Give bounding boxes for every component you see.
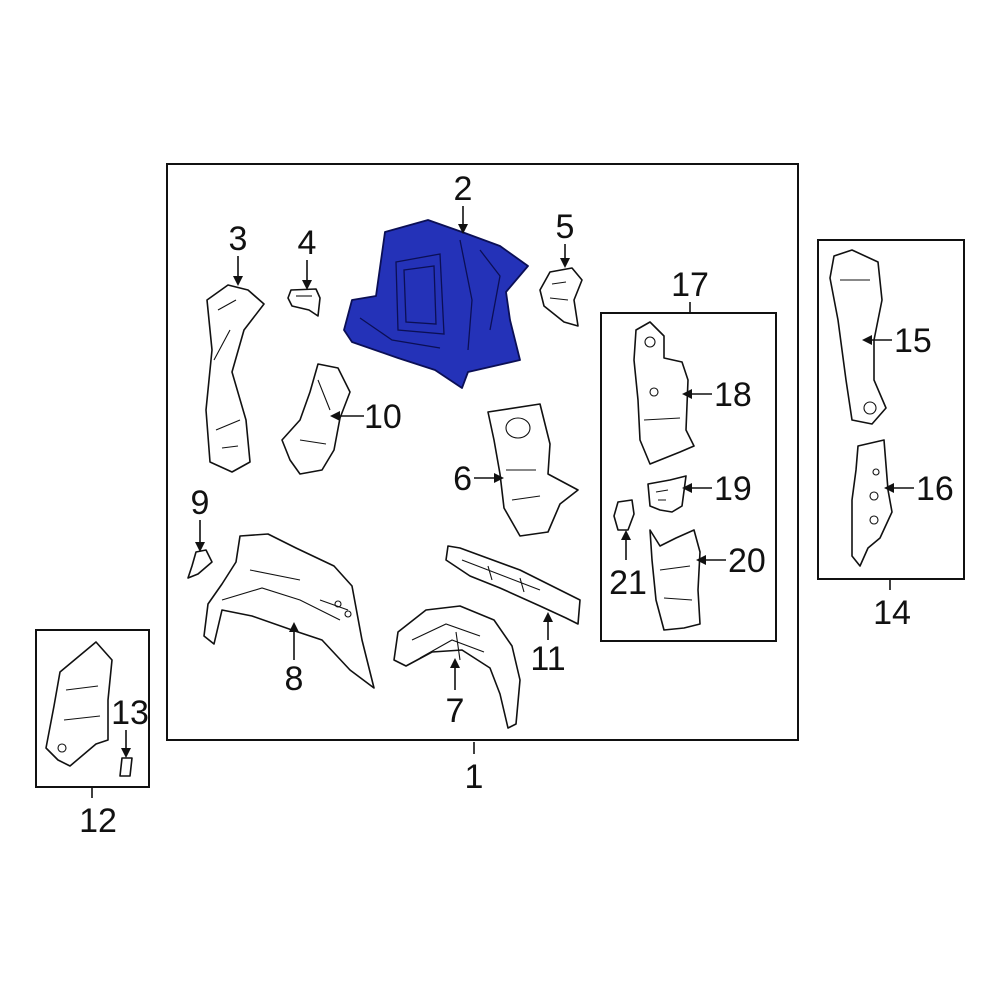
callout-4: 4	[298, 224, 317, 262]
callout-13: 13	[111, 694, 149, 732]
callout-11: 11	[530, 640, 565, 678]
part-9[interactable]	[187, 549, 213, 579]
part-15[interactable]	[829, 249, 887, 425]
callout-6: 6	[453, 460, 472, 498]
callout-15: 15	[894, 322, 932, 360]
callout-8: 8	[285, 660, 304, 698]
part-13[interactable]	[119, 757, 133, 777]
group-box-17	[600, 312, 777, 642]
part-4[interactable]	[287, 288, 321, 317]
callout-16: 16	[916, 470, 954, 508]
callout-19: 19	[714, 470, 752, 508]
callout-7: 7	[446, 692, 465, 730]
part-11[interactable]	[445, 545, 581, 625]
callout-18: 18	[714, 376, 752, 414]
part-19[interactable]	[647, 475, 687, 513]
part-12[interactable]	[45, 641, 113, 767]
part-21[interactable]	[613, 499, 635, 531]
callout-20: 20	[728, 542, 766, 580]
part-2-highlighted[interactable]	[343, 219, 529, 389]
leader-lines	[91, 206, 914, 798]
callout-3: 3	[229, 220, 248, 258]
part-3[interactable]	[205, 284, 265, 473]
callout-2: 2	[454, 170, 473, 208]
part-8[interactable]	[203, 533, 375, 689]
callout-5: 5	[556, 208, 575, 246]
part-16[interactable]	[851, 439, 893, 567]
group-box-1	[166, 163, 799, 741]
callout-1: 1	[465, 758, 484, 796]
part-7[interactable]	[393, 605, 521, 729]
callout-labels: 2 3 4 5 10 6 9 8 7 11 1 17 18 19 20 21 1…	[79, 170, 954, 840]
part-10[interactable]	[281, 363, 351, 475]
callout-10: 10	[364, 398, 402, 436]
part-18[interactable]	[633, 321, 695, 465]
callout-21: 21	[609, 564, 647, 602]
group-box-14	[817, 239, 965, 580]
part-5[interactable]	[539, 267, 583, 327]
part-6[interactable]	[487, 403, 579, 537]
callout-14: 14	[873, 594, 911, 632]
callout-17: 17	[671, 266, 709, 304]
callout-9: 9	[191, 484, 210, 522]
part-20[interactable]	[649, 529, 701, 631]
callout-12: 12	[79, 802, 117, 840]
